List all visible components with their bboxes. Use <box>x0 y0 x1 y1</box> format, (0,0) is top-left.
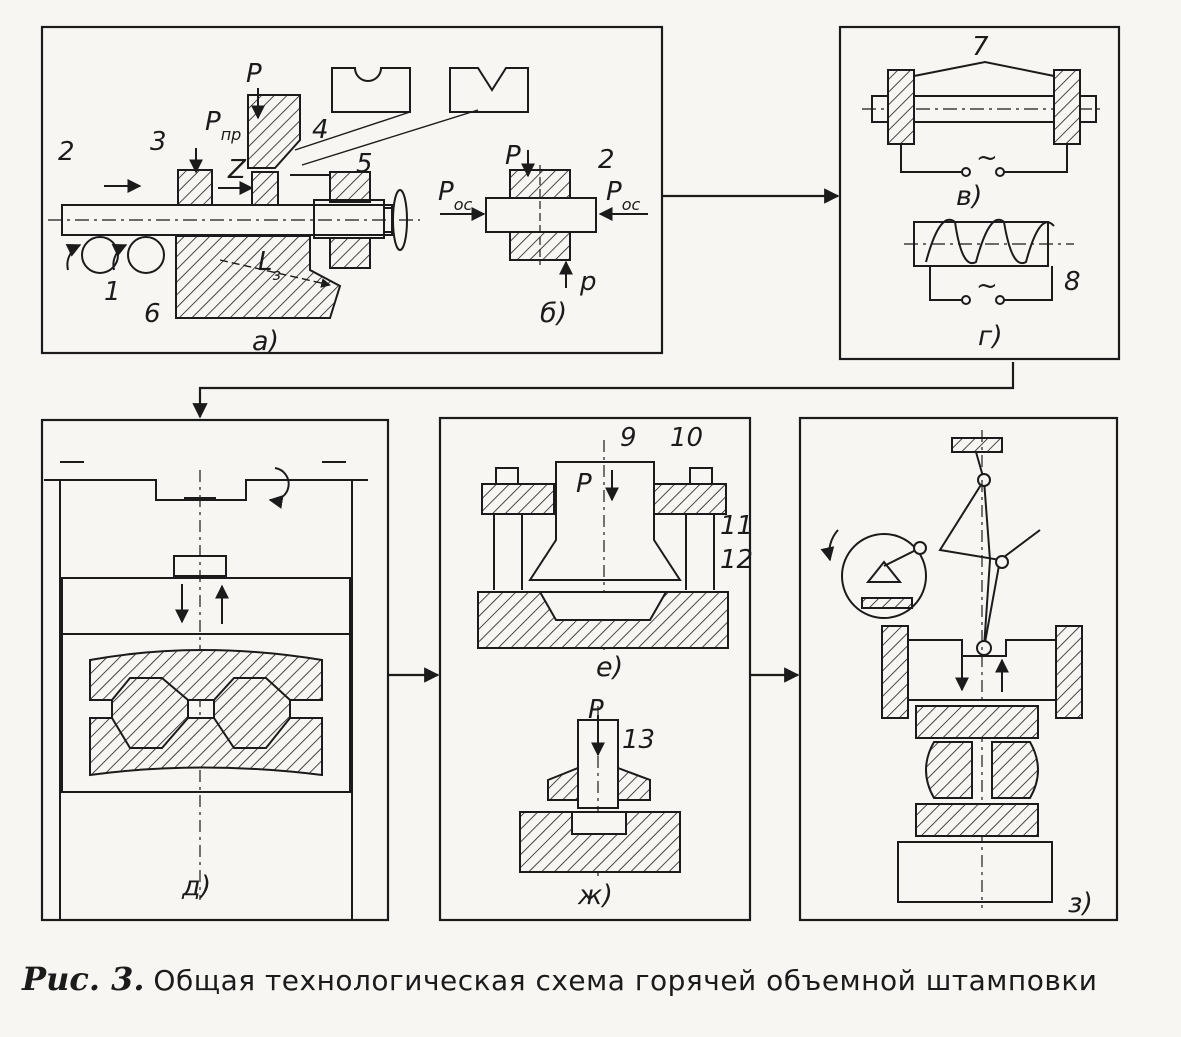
svg-text:Pпр: Pпр <box>205 107 241 144</box>
svg-text:13: 13 <box>622 725 655 755</box>
panel-d-drawing <box>44 461 368 920</box>
svg-text:4: 4 <box>312 115 329 145</box>
figure-caption: Рис. 3. Общая технологическая схема горя… <box>22 960 1162 998</box>
svg-text:Pос: Pос <box>438 177 472 214</box>
svg-text:г): г) <box>978 321 1003 352</box>
svg-text:~: ~ <box>976 271 998 301</box>
svg-text:б): б) <box>540 298 567 329</box>
svg-text:Pос: Pос <box>606 177 640 214</box>
figure-number: Рис. 3. <box>22 960 145 998</box>
svg-text:д): д) <box>181 871 211 902</box>
knife-profile-round <box>331 67 411 113</box>
panel-a-labels: 2 3 Pпр Z P 4 5 Lз 1 6 а) <box>58 59 373 357</box>
svg-text:6: 6 <box>144 299 161 329</box>
flow-arrow-vg-to-d <box>192 362 1015 419</box>
feed-roller-2 <box>127 236 165 274</box>
svg-text:P: P <box>505 141 521 171</box>
svg-text:2: 2 <box>58 137 75 167</box>
svg-text:~: ~ <box>976 143 998 173</box>
panel-d-labels: д) <box>181 871 211 902</box>
knife-profile-v <box>449 67 529 113</box>
svg-text:з): з) <box>1068 888 1093 919</box>
svg-text:а): а) <box>252 326 279 357</box>
svg-text:11: 11 <box>720 511 753 541</box>
svg-text:Lз: Lз <box>258 247 281 284</box>
panel-a-drawing <box>48 67 529 319</box>
panel-frame-a-b <box>40 25 664 355</box>
panel-v-drawing <box>862 60 1104 177</box>
svg-text:1: 1 <box>104 277 121 307</box>
svg-text:5: 5 <box>356 149 373 179</box>
panel-b-labels: P 2 Pос Pос p б) <box>438 141 640 329</box>
svg-text:9: 9 <box>620 423 637 453</box>
panel-e-zh-labels: 9 10 P 11 12 е) P 13 ж) <box>576 423 753 911</box>
panel-z-drawing <box>820 430 1083 908</box>
panel-frame-v-g <box>838 25 1121 361</box>
svg-text:Z: Z <box>227 155 247 185</box>
panel-e-drawing <box>477 440 729 650</box>
panel-z-labels: з) <box>1068 888 1093 919</box>
panel-frame-z <box>798 416 1119 922</box>
panel-g-drawing <box>904 218 1074 305</box>
svg-text:3: 3 <box>150 127 167 157</box>
panel-frame-d <box>40 418 390 922</box>
svg-text:P: P <box>576 469 592 499</box>
svg-text:P: P <box>246 59 262 89</box>
svg-text:в): в) <box>956 181 982 212</box>
panel-vg-labels: 7 ~ в) ~ 8 г) <box>956 32 1081 352</box>
svg-text:p: p <box>579 267 597 297</box>
svg-text:7: 7 <box>972 32 989 62</box>
svg-text:8: 8 <box>1064 267 1081 297</box>
svg-text:ж): ж) <box>577 880 613 911</box>
panel-frame-e-zh <box>438 416 752 922</box>
panel-b-drawing <box>440 150 648 288</box>
svg-text:10: 10 <box>670 423 703 453</box>
svg-text:P: P <box>588 695 604 725</box>
svg-text:12: 12 <box>720 545 753 575</box>
svg-text:2: 2 <box>598 145 615 175</box>
figure-caption-text: Общая технологическая схема горячей объе… <box>153 964 1098 997</box>
panel-zh-drawing <box>519 706 681 880</box>
svg-text:е): е) <box>596 652 623 683</box>
